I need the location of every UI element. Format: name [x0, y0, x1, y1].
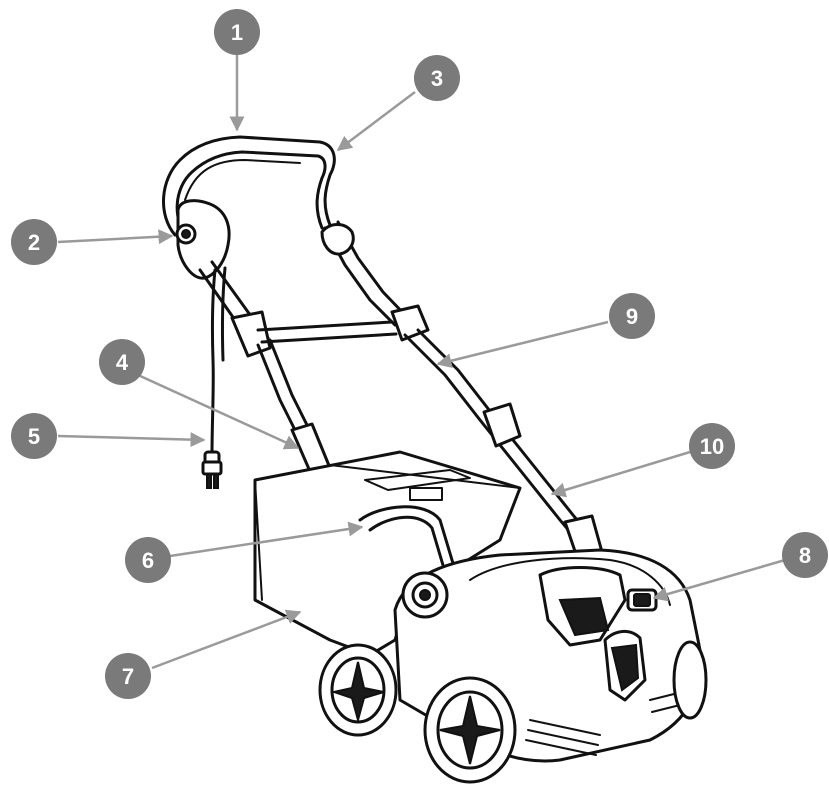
lawn-scarifier-illustration	[162, 135, 708, 784]
leader-6	[169, 521, 364, 558]
callout-label: 4	[116, 350, 129, 375]
front-wheel	[423, 676, 517, 784]
callout-5: 5	[11, 413, 57, 459]
callout-label: 7	[122, 664, 134, 689]
switch-box	[175, 199, 231, 280]
power-cable	[201, 266, 227, 489]
callout-label: 8	[799, 543, 811, 568]
callout-label: 9	[626, 304, 638, 329]
upper-handle-left	[198, 260, 272, 358]
callout-label: 6	[142, 548, 154, 573]
leader-lines	[57, 55, 793, 670]
callout-label: 3	[431, 66, 443, 91]
callout-label: 1	[231, 20, 243, 45]
callout-3: 3	[414, 55, 460, 101]
callout-badges: 1 2 3 4 5 6 7 8	[11, 9, 828, 699]
callout-label: 10	[700, 434, 724, 459]
callout-8: 8	[782, 532, 828, 578]
handle-pivot	[401, 571, 449, 619]
callout-4: 4	[99, 339, 145, 385]
callout-6: 6	[125, 537, 171, 583]
upper-handle-right	[320, 220, 430, 342]
leader-4	[137, 373, 300, 450]
handle-bar	[162, 135, 336, 240]
leader-7	[151, 609, 302, 670]
callout-2: 2	[11, 219, 57, 265]
bag-handle	[358, 505, 457, 574]
callout-1: 1	[214, 9, 260, 55]
callout-9: 9	[609, 293, 655, 339]
leader-3	[336, 91, 416, 151]
leader-5	[57, 432, 206, 448]
leader-2	[57, 229, 174, 245]
leader-10	[550, 450, 691, 498]
leader-9	[436, 320, 609, 369]
callout-label: 2	[28, 230, 40, 255]
rear-wheel	[318, 643, 398, 737]
callout-7: 7	[105, 653, 151, 699]
right-wheel	[672, 640, 708, 720]
leader-8	[652, 556, 793, 602]
handle-cross-bar	[256, 320, 398, 344]
callout-10: 10	[689, 423, 735, 469]
callout-label: 5	[28, 424, 40, 449]
